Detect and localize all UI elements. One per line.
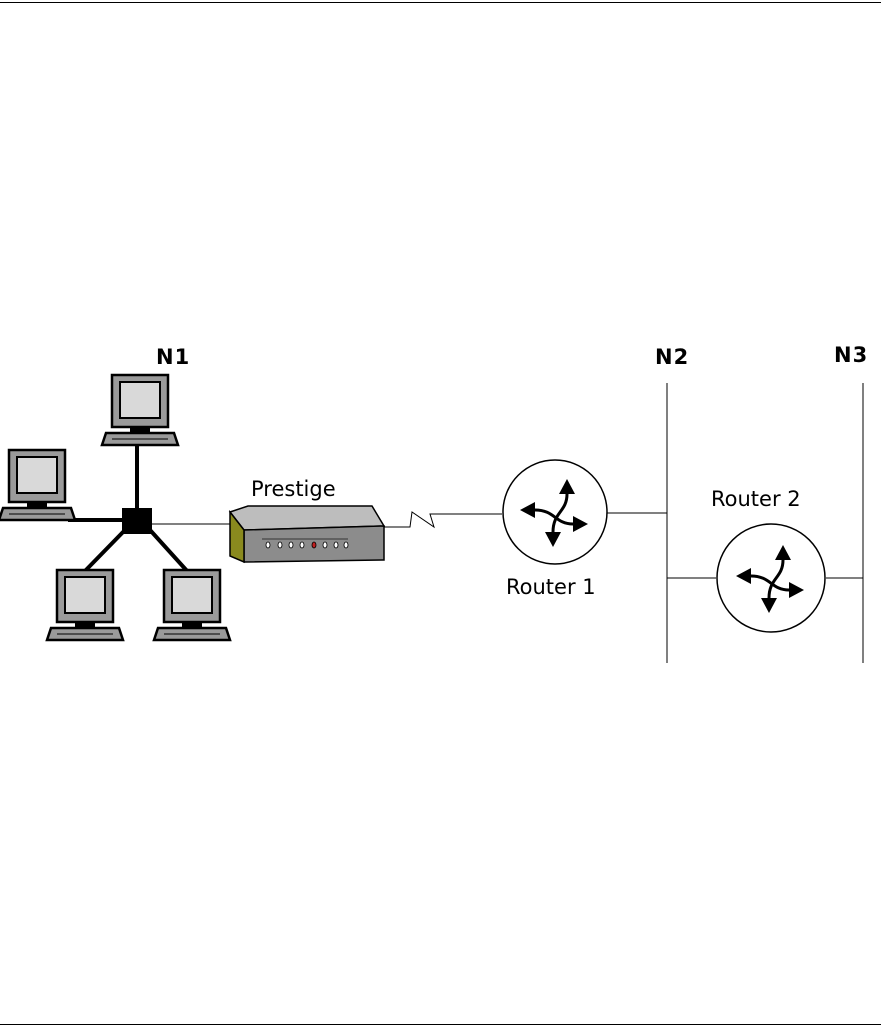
n1-hub [122, 508, 152, 534]
router-2-label: Router 2 [711, 487, 801, 511]
n1-pc-top [102, 375, 178, 445]
prestige-device [230, 506, 384, 562]
wan-link [384, 512, 502, 527]
prestige-label: Prestige [251, 477, 336, 501]
n1-pc-bottom-left [47, 570, 123, 640]
n1-label: N1 [156, 345, 190, 369]
n3-label: N3 [834, 343, 868, 367]
n2-label: N2 [655, 345, 689, 369]
n1-pc-bottom-right [154, 570, 230, 640]
router-2 [717, 524, 825, 632]
router-1-label: Router 1 [506, 575, 596, 599]
router-1 [503, 460, 607, 564]
n1-pc-left [0, 450, 75, 520]
